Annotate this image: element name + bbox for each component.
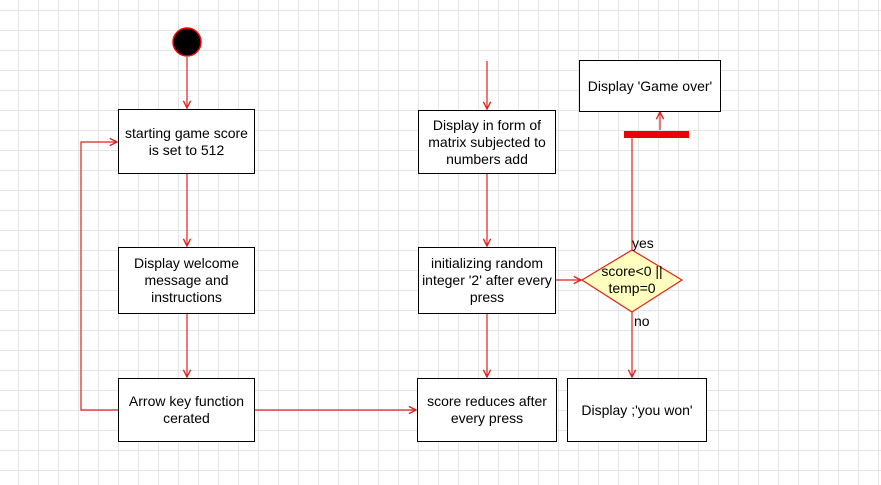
node-you-won-text: Display ;'you won' (581, 401, 693, 418)
edge-label-yes: yes (632, 235, 654, 251)
node-you-won: Display ;'you won' (567, 378, 707, 442)
node-start-score-text: starting game score is set to 512 (125, 124, 248, 158)
decision-line-1: score<0 || (601, 263, 663, 279)
node-score-reduces: score reduces after every press (417, 378, 557, 442)
decision-line-2: temp=0 (608, 280, 656, 296)
node-matrix-text: Display in form of matrix subjected to n… (428, 116, 546, 167)
join-bar (624, 131, 689, 138)
node-start-score: starting game score is set to 512 (118, 109, 255, 174)
node-welcome-text: Display welcome message and instructions (133, 255, 240, 305)
decision-label: score<0 || temp=0 (584, 262, 680, 298)
node-arrow-key-text: Arrow key function cerated (128, 393, 245, 426)
node-random-int-text: initializing random integer '2' after ev… (422, 255, 552, 305)
node-matrix: Display in form of matrix subjected to n… (418, 110, 556, 174)
node-random-int: initializing random integer '2' after ev… (418, 247, 556, 314)
edge-label-no: no (634, 313, 650, 329)
initial-node (172, 27, 202, 57)
node-score-reduces-text: score reduces after every press (427, 393, 547, 426)
edge-arrowkey-loop (80, 142, 119, 411)
node-game-over-text: Display 'Game over' (587, 77, 713, 94)
node-game-over: Display 'Game over' (579, 60, 721, 112)
node-arrow-key: Arrow key function cerated (118, 378, 255, 442)
node-welcome: Display welcome message and instructions (118, 247, 255, 314)
